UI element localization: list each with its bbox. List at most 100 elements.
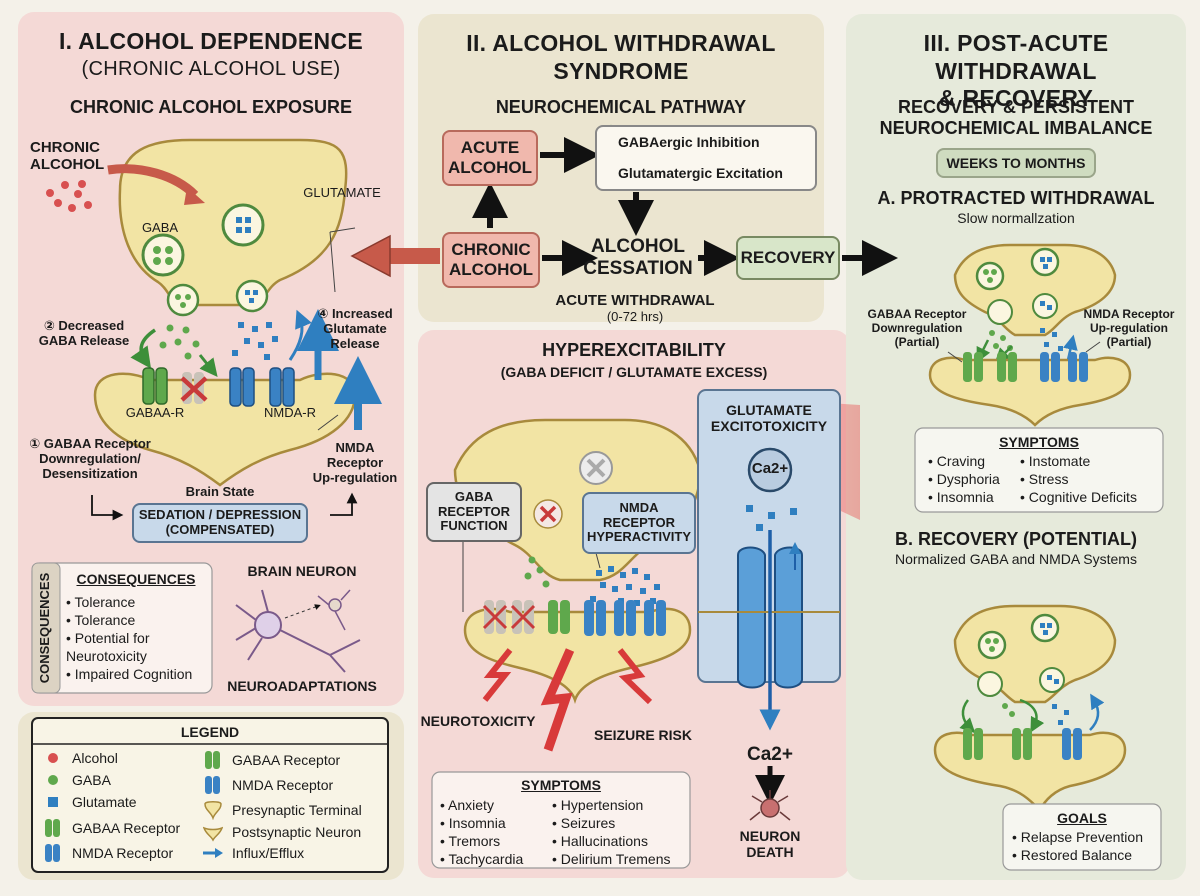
- glutamatergic-excitation-label: Glutamatergic Excitation: [618, 165, 783, 181]
- arrow-to-dependence: [350, 234, 391, 278]
- gaba-receptor-function-box: GABA RECEPTOR FUNCTION: [426, 482, 522, 542]
- consequences-list: ToleranceTolerancePotential for Neurotox…: [66, 594, 211, 684]
- col2-symptoms-right: HypertensionSeizuresHallucinationsDeliri…: [552, 797, 688, 869]
- lightning-icon-seizure: [617, 648, 653, 705]
- legend-item-gaba-receptor-2: GABAA Receptor: [202, 750, 340, 770]
- consequence-item: Tolerance: [66, 612, 211, 630]
- goals-list: Relapse PreventionRestored Balance: [1012, 829, 1160, 865]
- hyperexcitability-title: HYPEREXCITABILITY: [542, 340, 726, 360]
- nmda-upregulation-label: NMDA Receptor Up-regulation: [312, 440, 398, 485]
- nmda-hyperactivity-box: NMDA RECEPTOR HYPERACTIVITY: [582, 492, 696, 554]
- col1-subtitle: (CHRONIC ALCOHOL USE): [81, 58, 341, 80]
- consequence-item: Potential for Neurotoxicity: [66, 630, 211, 666]
- consequence-item: Tolerance: [66, 594, 211, 612]
- hours-label: (0-72 hrs): [606, 309, 664, 324]
- glutamate-square-icon: [42, 795, 64, 809]
- neuron-death-label: NEURON DEATH: [739, 828, 801, 861]
- gaba-dot-icon: [42, 773, 64, 787]
- alcohol-dot-icon: [42, 751, 64, 765]
- excitotoxicity-title: GLUTAMATE EXCITOTOXICITY: [710, 402, 828, 435]
- col3-section-title: RECOVERY & PERSISTENT NEUROCHEMICAL IMBA…: [879, 97, 1153, 138]
- col1-section-title: CHRONIC ALCOHOL EXPOSURE: [69, 97, 353, 117]
- glutamate-vesicle: [221, 203, 265, 247]
- symptom-item: Delirium Tremens: [552, 851, 688, 869]
- legend-item-glutamate: Glutamate: [42, 794, 137, 810]
- presynaptic-terminal-col3b: [953, 604, 1117, 704]
- acute-withdrawal-label: ACUTE WITHDRAWAL: [555, 292, 715, 309]
- postsynaptic-neuron-col3b: [933, 728, 1127, 813]
- goal-item: Relapse Prevention: [1012, 829, 1160, 847]
- postsynaptic-neuron-icon: [202, 822, 224, 842]
- gaba-downregulation-label: GABAA Receptor Downregulation (Partial): [867, 307, 967, 349]
- legend-item-nmda-receptor: NMDA Receptor: [42, 843, 173, 863]
- brain-neuron-label: BRAIN NEURON: [247, 563, 357, 579]
- chronic-alcohol-box: CHRONIC ALCOHOL: [442, 232, 540, 288]
- nmda-channel-icon: [737, 546, 803, 689]
- brain-neuron-icon: [235, 589, 361, 673]
- recovery-potential-sub: Normalized GABA and NMDA Systems: [895, 551, 1137, 567]
- goal-item: Restored Balance: [1012, 847, 1160, 865]
- presynaptic-terminal-icon: [202, 800, 224, 820]
- goals-title: GOALS: [1057, 810, 1107, 826]
- symptom-item: Seizures: [552, 815, 688, 833]
- lightning-icon-main: [540, 648, 575, 752]
- legend-item-alcohol: Alcohol: [42, 750, 118, 766]
- gabaergic-inhibition-label: GABAergic Inhibition: [618, 134, 760, 150]
- inactive-gaba-receptors: [482, 600, 570, 634]
- col2-title: II. ALCOHOL WITHDRAWAL SYNDROME: [466, 30, 776, 84]
- nmda-receptor-icon: [42, 843, 64, 863]
- influx-arrow-icon: [202, 846, 224, 860]
- symptom-item: Tremors: [440, 833, 550, 851]
- step2-label: ② Decreased GABA Release: [38, 318, 130, 348]
- col2-symptoms-left: AnxietyInsomniaTremorsTachycardia: [440, 797, 550, 869]
- weeks-to-months-badge: WEEKS TO MONTHS: [936, 148, 1096, 178]
- dead-neuron-icon: [749, 790, 791, 821]
- col3-title: III. POST-ACUTE WITHDRAWAL & RECOVERY: [923, 30, 1109, 112]
- consequences-vertical-tag: CONSEQUENCES: [37, 572, 52, 684]
- lightning-icon: [482, 648, 513, 702]
- gaba-vesicle: [141, 233, 185, 277]
- symptom-item: Cognitive Deficits: [1020, 489, 1160, 507]
- sedation-box: SEDATION / DEPRESSION (COMPENSATED): [132, 503, 308, 543]
- hyperexcitability-subtitle: (GABA DEFICIT / GLUTAMATE EXCESS): [500, 364, 768, 380]
- alcohol-cessation-label: ALCOHOL CESSATION: [583, 236, 693, 279]
- chronic-alcohol-label: CHRONIC ALCOHOL: [30, 139, 105, 174]
- nmda-receptor-icon: [202, 775, 224, 795]
- glutamate-label: GLUTAMATE: [303, 185, 381, 200]
- col3-symptoms-right: InstomateStressCognitive Deficits: [1020, 453, 1160, 507]
- presynaptic-terminal-col3a: [953, 243, 1117, 337]
- symptom-item: Insomnia: [928, 489, 1018, 507]
- postsynaptic-neuron-col3a: [928, 352, 1132, 427]
- symptom-item: Hallucinations: [552, 833, 688, 851]
- seizure-risk-label: SEIZURE RISK: [593, 727, 692, 743]
- consequences-title: CONSEQUENCES: [76, 571, 196, 587]
- neurotoxicity-label: NEUROTOXICITY: [420, 713, 536, 729]
- legend-item-gaba-receptor: GABAA Receptor: [42, 818, 180, 838]
- symptom-item: Stress: [1020, 471, 1160, 489]
- nmda-upregulation-partial-label: NMDA Receptor Up-regulation (Partial): [1083, 307, 1175, 349]
- col3-symptoms-title: SYMPTOMS: [999, 434, 1079, 450]
- symptom-item: Hypertension: [552, 797, 688, 815]
- gaba-a-r-label: GABAA-R: [125, 405, 185, 420]
- gaba-receptor-icon: [202, 750, 224, 770]
- legend-item-postsynaptic: Postsynaptic Neuron: [202, 822, 361, 842]
- step1-label: ① GABAA Receptor Downregulation/ Desensi…: [29, 436, 151, 481]
- neuroadaptations-label: NEUROADAPTATIONS: [227, 678, 377, 694]
- effects-box: [595, 125, 817, 191]
- ca-ion-label: Ca2+: [751, 460, 789, 477]
- col1-title: I. ALCOHOL DEPENDENCE: [58, 28, 364, 54]
- hyperactive-nmda-receptors: [584, 600, 666, 636]
- col2-symptoms-title: SYMPTOMS: [521, 777, 601, 793]
- legend-title: LEGEND: [180, 724, 240, 740]
- legend-item-nmda-receptor-2: NMDA Receptor: [202, 775, 333, 795]
- blocked-receptor-icon: [180, 372, 208, 404]
- symptom-item: Dysphoria: [928, 471, 1018, 489]
- legend-item-influx: Influx/Efflux: [202, 845, 304, 861]
- protracted-withdrawal-title: A. PROTRACTED WITHDRAWAL: [877, 188, 1155, 208]
- symptom-item: Anxiety: [440, 797, 550, 815]
- step4-label: ④ Increased Glutamate Release: [317, 306, 393, 351]
- ca-efflux-label: Ca2+: [747, 744, 793, 765]
- recovery-box: RECOVERY: [736, 236, 840, 280]
- legend-item-presynaptic: Presynaptic Terminal: [202, 800, 362, 820]
- col3-symptoms-left: CravingDysphoriaInsomnia: [928, 453, 1018, 507]
